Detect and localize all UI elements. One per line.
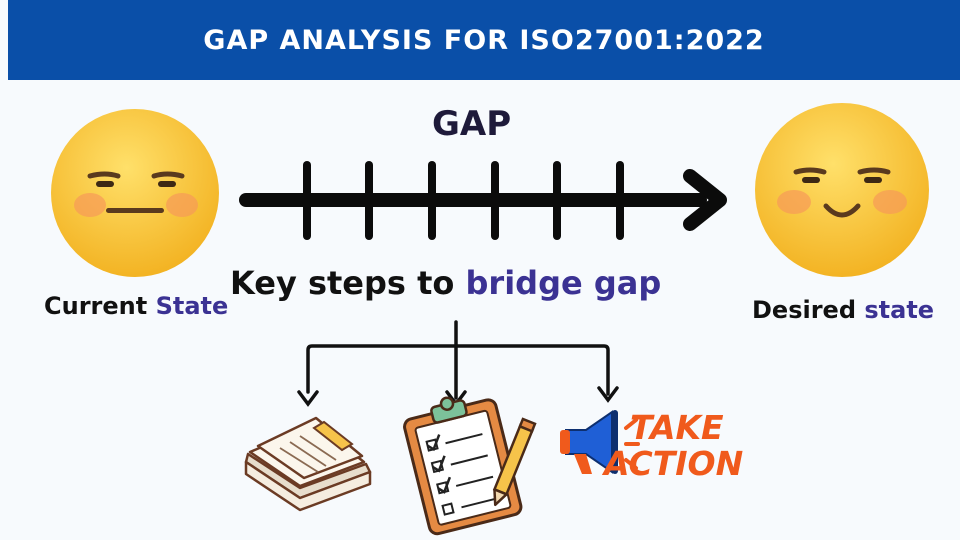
header-banner: GAP ANALYSIS FOR ISO27001:2022 bbox=[8, 0, 960, 80]
desired-state-label: Desired state bbox=[752, 296, 935, 324]
megaphone-icon bbox=[560, 410, 640, 474]
documents-icon bbox=[244, 416, 372, 512]
current-state-label: Current State bbox=[44, 292, 229, 320]
smiling-face-icon bbox=[755, 103, 929, 277]
key-steps-label: Key steps to bridge gap bbox=[230, 264, 662, 302]
page-title: GAP ANALYSIS FOR ISO27001:2022 bbox=[203, 24, 765, 56]
take-action-text: TAKE ACTION bbox=[604, 408, 744, 483]
gap-label: GAP bbox=[432, 104, 512, 144]
branch-connector bbox=[297, 320, 619, 407]
neutral-face-icon bbox=[51, 109, 219, 277]
checklist-clipboard-icon bbox=[403, 396, 537, 536]
